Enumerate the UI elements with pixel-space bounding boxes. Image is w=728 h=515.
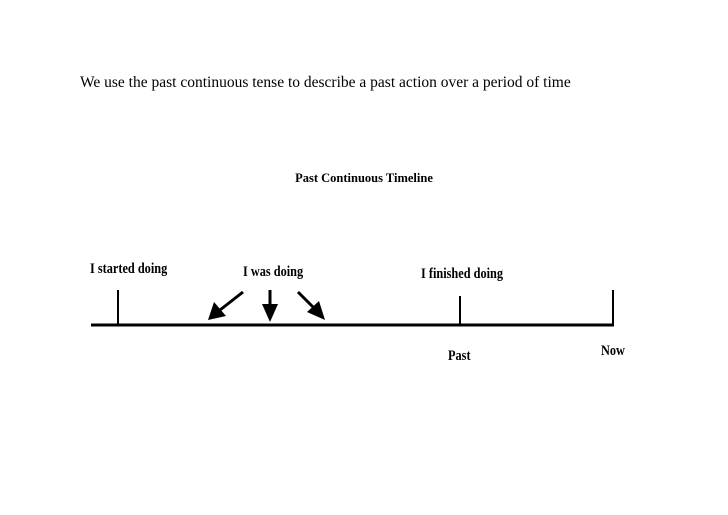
label-doing: I was doing xyxy=(243,264,304,280)
label-past: Past xyxy=(448,348,471,364)
label-started: I started doing xyxy=(90,261,168,277)
arrow-down-icon xyxy=(262,290,278,322)
label-now: Now xyxy=(601,343,625,359)
label-finished: I finished doing xyxy=(421,266,504,282)
intro-sentence: We use the past continuous tense to desc… xyxy=(80,74,571,91)
arrow-down-left-icon xyxy=(208,290,244,320)
arrow-down-right-icon xyxy=(296,290,325,320)
diagram-title: Past Continuous Timeline xyxy=(295,171,433,185)
